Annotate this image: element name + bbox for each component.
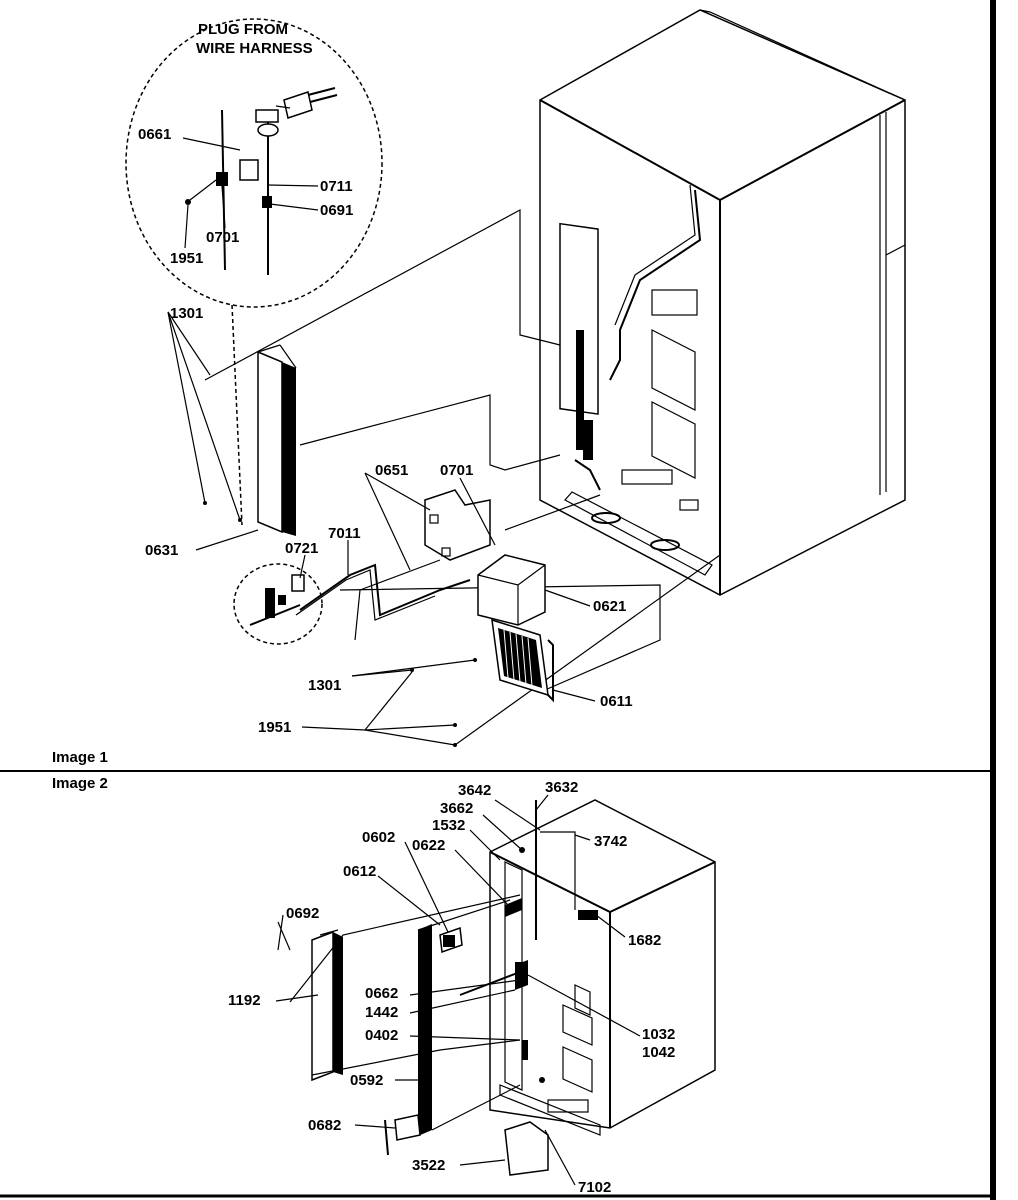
wire-harness-detail [185, 87, 338, 275]
part-label-0662: 0662 [365, 985, 398, 1002]
control-box [477, 554, 546, 626]
valve-detail-circle [233, 563, 323, 645]
part-label-3522: 3522 [412, 1157, 445, 1174]
water-tubing [354, 559, 441, 641]
part-label-0602: 0602 [362, 829, 395, 846]
part-label-0691: 0691 [320, 202, 353, 219]
part-label-0612: 0612 [343, 863, 376, 880]
connector-1682 [578, 910, 598, 920]
label-leaders-image1 [167, 137, 596, 746]
part-label-3642: 3642 [458, 782, 491, 799]
part-label-7102: 7102 [578, 1179, 611, 1196]
image2-caption: Image 2 [52, 775, 108, 792]
refrigerator-cabinet-front [489, 799, 716, 1136]
part-label-0701: 0701 [440, 462, 473, 479]
assembly-guide-line [504, 494, 601, 531]
part-label-0631: 0631 [145, 542, 178, 559]
part-label-0661: 0661 [138, 126, 171, 143]
assembly-guide-line [311, 1039, 521, 1076]
part-label-0651: 0651 [375, 462, 408, 479]
drain-pan [504, 1121, 549, 1176]
image1-caption: Image 1 [52, 749, 108, 766]
assembly-guide-line [204, 208, 561, 381]
condenser-grille [491, 618, 554, 703]
part-label-0682: 0682 [308, 1117, 341, 1134]
harness-detail-circle [125, 18, 383, 308]
part-label-0621: 0621 [593, 598, 626, 615]
part-label-1682: 1682 [628, 932, 661, 949]
water-valve [249, 574, 305, 626]
cover-panel [311, 929, 343, 1082]
part-label-0711: 0711 [320, 178, 353, 195]
image1-diagram: PLUG FROM WIRE HARNESS 0661 0711 0691 07… [52, 9, 906, 766]
inset-title-line1: PLUG FROM [198, 21, 288, 38]
assembly-guide-line [277, 921, 291, 951]
mounting-bracket [424, 489, 491, 561]
image2-diagram: Image 2 [52, 775, 716, 1196]
detail-callout-line [231, 304, 243, 526]
water-tubing [295, 569, 436, 621]
label-leaders-image2 [275, 794, 641, 1186]
part-label-1042: 1042 [642, 1044, 675, 1061]
assembly-guide-line [454, 554, 721, 746]
part-label-1442: 1442 [365, 1004, 398, 1021]
part-label-0592: 0592 [350, 1072, 383, 1089]
bracket-0682 [384, 1114, 421, 1156]
part-label-1951: 1951 [258, 719, 291, 736]
part-label-1032: 1032 [642, 1026, 675, 1043]
inset-title-line2: WIRE HARNESS [196, 40, 313, 57]
part-label-0701-inset: 0701 [206, 229, 239, 246]
part-label-0402: 0402 [365, 1027, 398, 1044]
part-label-0611: 0611 [600, 693, 633, 710]
assembly-guide-line [289, 894, 521, 1003]
part-label-7011: 7011 [328, 525, 361, 542]
tube-line [540, 831, 576, 910]
part-label-3662: 3662 [440, 800, 473, 817]
part-label-1951-inset: 1951 [170, 250, 203, 267]
refrigerator-cabinet-rear [539, 9, 906, 596]
part-label-1301-bottom: 1301 [308, 677, 341, 694]
water-tubing [299, 563, 471, 617]
back-cover-panel [257, 344, 297, 536]
part-label-0692-top: 0692 [286, 905, 319, 922]
part-label-3742: 3742 [594, 833, 627, 850]
part-label-3632: 3632 [545, 779, 578, 796]
assembly-guide-line [299, 394, 561, 471]
part-label-1192: 1192 [228, 992, 261, 1009]
part-label-0622: 0622 [412, 837, 445, 854]
part-label-0721: 0721 [285, 540, 318, 557]
part-label-1532: 1532 [432, 817, 465, 834]
part-label-1301-top: 1301 [170, 305, 203, 322]
air-duct [417, 898, 528, 1136]
